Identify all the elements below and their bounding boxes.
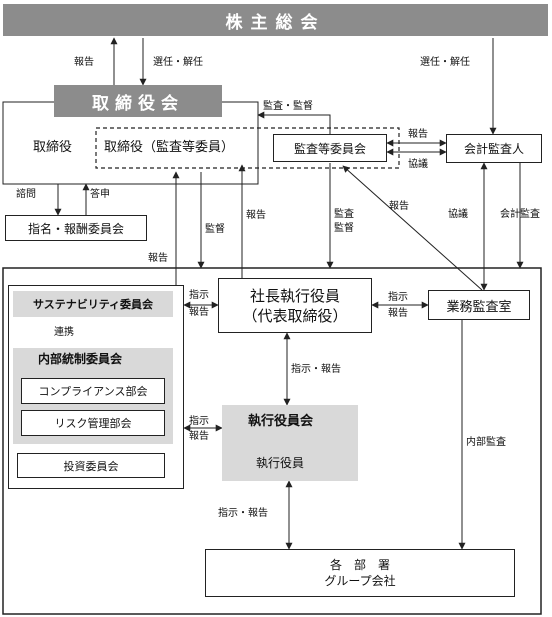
departments-group-companies-box: 各 部 署 グループ会社 — [205, 549, 515, 597]
label-report-diagonal: 報告 — [389, 201, 409, 212]
label-report-to-shareholders: 報告 — [74, 57, 94, 68]
label-report-auditor: 報告 — [408, 129, 428, 140]
risk-management-subcommittee: リスク管理部会 — [21, 410, 165, 436]
audit-committee-box: 監査等委員会 — [273, 134, 387, 162]
nomination-compensation-box: 指名・報酬委員会 — [5, 215, 147, 241]
investment-committee-label: 投資委員会 — [63, 459, 119, 473]
label-elect-board: 選任・解任 — [153, 57, 203, 68]
executive-officer-label: 執行役員 — [256, 456, 305, 470]
label-instruct-right: 指示 — [388, 292, 408, 303]
label-report-left3: 報告 — [189, 431, 209, 442]
label-instruct-left3: 指示 — [189, 416, 209, 427]
executive-officers-board — [222, 405, 358, 481]
label-accounting-audit: 会計監査 — [500, 209, 540, 220]
internal-audit-office-box: 業務監査室 — [428, 290, 530, 320]
group-companies-label: グループ会社 — [324, 574, 396, 588]
internal-control-committee-label: 内部統制委員会 — [38, 352, 123, 366]
label-report-right: 報告 — [388, 308, 408, 319]
director-label: 取締役 — [33, 140, 73, 155]
sustainability-committee: サステナビリティ委員会 — [13, 291, 173, 317]
label-elect-auditor: 選任・解任 — [420, 57, 470, 68]
shareholders-meeting-title: 株主総会 — [225, 12, 326, 33]
risk-management-subcommittee-label: リスク管理部会 — [54, 417, 132, 430]
label-consult-auditor: 協議 — [408, 159, 428, 170]
compliance-subcommittee-label: コンプライアンス部会 — [38, 385, 148, 398]
label-instruct-left: 指示 — [189, 290, 209, 301]
label-report-left: 報告 — [148, 253, 168, 264]
internal-audit-office-label: 業務監査室 — [446, 299, 512, 315]
investment-committee: 投資委員会 — [17, 453, 165, 478]
label-audit-supervise: 監査・監督 — [263, 101, 313, 112]
label-answer: 答申 — [90, 189, 110, 200]
audit-director-label: 取締役（監査等委員） — [104, 140, 235, 155]
label-supervise: 監督 — [205, 224, 225, 235]
label-internal-audit: 内部監査 — [466, 437, 506, 448]
label-inquiry: 諮問 — [16, 189, 36, 200]
label-supervise-v: 監督 — [334, 223, 354, 234]
president-subtitle: （代表取締役） — [242, 306, 348, 325]
president-box: 社長執行役員 （代表取締役） — [218, 278, 372, 333]
label-cooperate: 連携 — [54, 327, 74, 338]
nomination-compensation-label: 指名・報酬委員会 — [27, 221, 124, 236]
label-instruct-report-mid: 指示・報告 — [291, 364, 341, 375]
label-consult-internal: 協議 — [448, 209, 468, 220]
accounting-auditor-box: 会計監査人 — [446, 134, 542, 163]
label-instruct-report-bottom: 指示・報告 — [218, 508, 268, 519]
president-title: 社長執行役員 — [249, 286, 340, 305]
label-audit-v: 監査 — [334, 209, 354, 220]
audit-committee-label: 監査等委員会 — [293, 141, 366, 156]
accounting-auditor-label: 会計監査人 — [463, 142, 524, 156]
label-report-left2: 報告 — [189, 307, 209, 318]
board-of-directors-title: 取締役会 — [92, 93, 184, 114]
shareholders-meeting-banner: 株主総会 — [3, 4, 548, 36]
departments-label: 各 部 署 — [329, 558, 390, 572]
executive-board-label: 執行役員会 — [248, 414, 314, 429]
compliance-subcommittee: コンプライアンス部会 — [21, 378, 165, 404]
sustainability-committee-label: サステナビリティ委員会 — [32, 298, 154, 311]
label-report-president: 報告 — [246, 210, 266, 221]
board-of-directors-header: 取締役会 — [54, 85, 222, 117]
